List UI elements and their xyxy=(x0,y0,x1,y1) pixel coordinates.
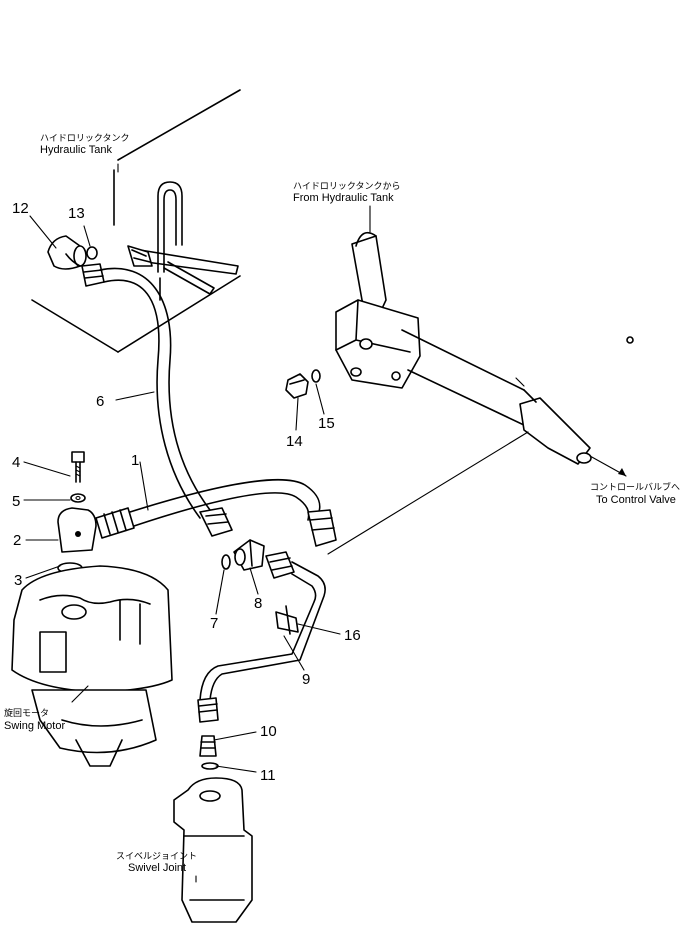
callout-11: 11 xyxy=(260,767,276,784)
callout-3: 3 xyxy=(14,572,22,589)
callout-4: 4 xyxy=(12,454,20,471)
swing-motor-jp-label: 旋回モータ xyxy=(4,707,49,718)
part-15-o-ring xyxy=(311,369,321,383)
hydraulic-tank xyxy=(31,89,241,353)
leader-lines xyxy=(23,163,627,883)
callout-13: 13 xyxy=(68,205,85,222)
hydraulic-tank-label: Hydraulic Tank xyxy=(40,144,112,156)
swivel-joint xyxy=(173,777,253,923)
hose-6 xyxy=(81,263,233,537)
callout-6: 6 xyxy=(96,393,104,410)
callout-9: 9 xyxy=(302,671,310,688)
callout-15: 15 xyxy=(318,415,335,432)
part-7-o-ring xyxy=(221,554,231,570)
swing-motor xyxy=(11,565,173,767)
part-2-flange xyxy=(57,507,97,553)
part-16-clamp xyxy=(275,605,299,635)
control-valve-label: To Control Valve xyxy=(596,494,676,506)
part-14-plug xyxy=(285,373,309,399)
callout-12: 12 xyxy=(12,200,29,217)
callout-10: 10 xyxy=(260,723,277,740)
callout-7: 7 xyxy=(210,615,218,632)
part-13-o-ring xyxy=(86,246,98,260)
callout-1: 1 xyxy=(131,452,139,469)
part-8-elbow xyxy=(233,539,265,571)
hydraulic-tank-jp-label: ハイドロリックタンク xyxy=(40,133,129,143)
part-5-washer xyxy=(70,493,86,503)
part-4-bolt xyxy=(71,451,85,483)
swing-motor-label: Swing Motor xyxy=(4,720,65,732)
control-valve-pipe xyxy=(401,329,592,465)
pipe-9 xyxy=(197,551,326,723)
callout-numbers: 1 2 3 4 5 6 7 8 9 10 11 12 13 14 15 16 xyxy=(12,200,361,784)
callout-2: 2 xyxy=(13,532,21,549)
control-valve-jp-label: コントロールバルブへ xyxy=(590,481,680,492)
part-12-elbow xyxy=(47,235,87,270)
callout-5: 5 xyxy=(12,493,20,510)
callout-16: 16 xyxy=(344,627,361,644)
callout-8: 8 xyxy=(254,595,262,612)
manifold-block xyxy=(335,299,634,389)
diagram-labels: ハイドロリックタンク Hydraulic Tank ハイドロリックタンクから F… xyxy=(4,133,680,874)
swivel-joint-jp-label: スイベルジョイント xyxy=(116,851,197,861)
from-tank-jp-label: ハイドロリックタンクから xyxy=(293,181,400,191)
pipe-1 xyxy=(95,479,337,547)
from-tank-label: From Hydraulic Tank xyxy=(293,192,394,204)
part-10-adapter xyxy=(199,735,217,757)
swivel-joint-label: Swivel Joint xyxy=(128,862,186,874)
callout-14: 14 xyxy=(286,433,303,450)
